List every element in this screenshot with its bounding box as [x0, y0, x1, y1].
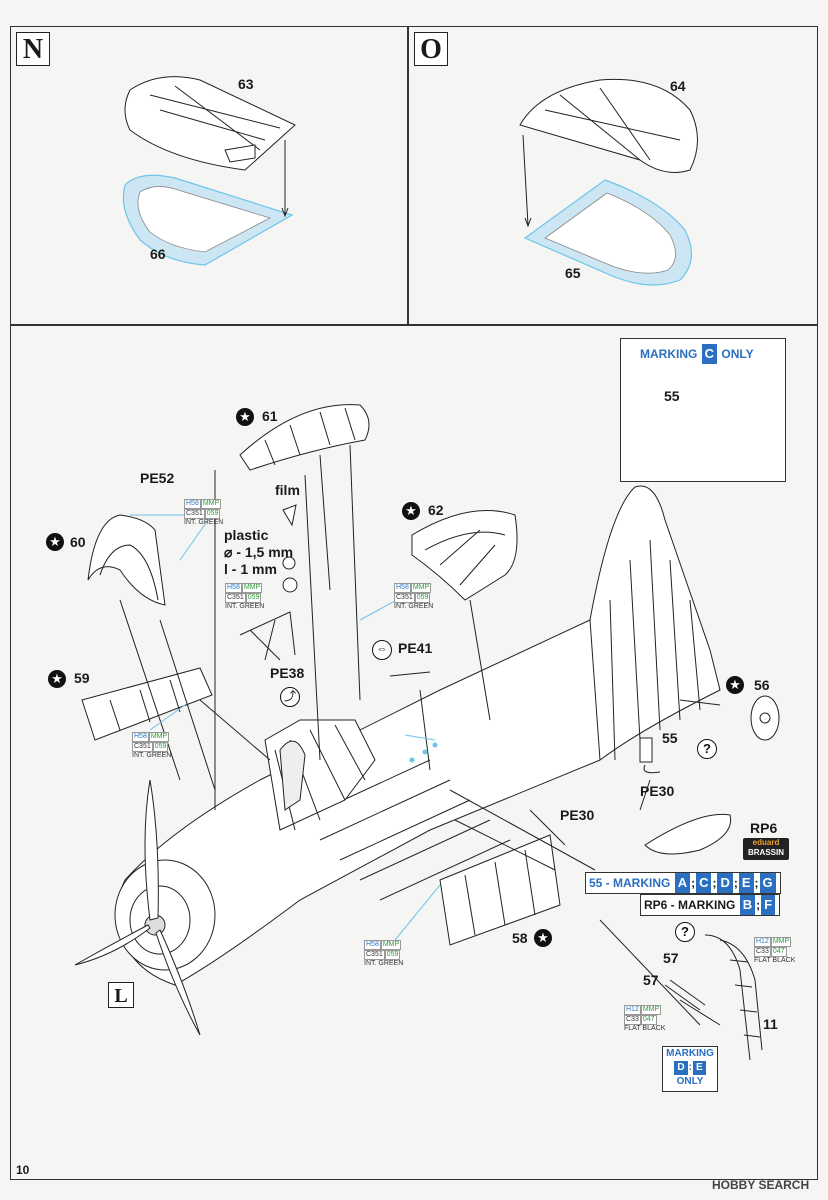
star-icon: ★ — [46, 533, 64, 551]
length-label: l - 1 mm — [224, 561, 277, 577]
marking-letter-d: D — [674, 1061, 688, 1075]
plastic-note: plastic ⌀ - 1,5 mm l - 1 mm — [224, 527, 293, 578]
step-l-panel — [10, 325, 818, 1180]
marking-letter-e: E — [692, 1061, 706, 1075]
brand-eduard: eduard — [752, 838, 780, 847]
marking-letter-c: C — [696, 873, 712, 893]
marking-rp6-bar: RP6 - MARKING B;F — [640, 894, 781, 916]
star-icon: ★ — [48, 670, 66, 688]
rp6-label: RP6 — [750, 820, 778, 836]
pe30-label-2: PE30 — [640, 783, 675, 799]
page-number: 10 — [16, 1163, 30, 1177]
part-65-label: 65 — [565, 265, 581, 281]
marking-letter-f: F — [761, 895, 776, 915]
marking-letter-e: E — [738, 873, 754, 893]
pe52-label: PE52 — [140, 470, 175, 486]
question-icon: ? — [675, 922, 695, 942]
part-55-detail-label: 55 — [664, 388, 680, 404]
bend-arrow-icon: ⇔ — [372, 640, 392, 660]
diameter-label: ⌀ - 1,5 mm — [224, 544, 294, 560]
part-61-label: 61 — [262, 408, 278, 424]
part-56-label: 56 — [754, 677, 770, 693]
part-62-label: 62 — [428, 502, 444, 518]
film-label: film — [275, 482, 300, 498]
part-55-label: 55 — [662, 730, 678, 746]
marking-de-only-panel: MARKING D:E ONLY — [662, 1046, 718, 1092]
marking-de-line3: ONLY — [676, 1076, 704, 1087]
marking-c-only-label: MARKING C ONLY — [640, 344, 754, 364]
pe41-label: PE41 — [398, 640, 433, 656]
marking-letter-b: B — [739, 895, 756, 915]
step-o-panel — [408, 26, 818, 325]
star-icon: ★ — [236, 408, 254, 426]
part-63-label: 63 — [238, 76, 254, 92]
part-11-label: 11 — [763, 1016, 778, 1032]
part-58-label: 58 — [512, 930, 528, 946]
question-icon: ? — [697, 739, 717, 759]
step-o-label: O — [414, 32, 448, 66]
star-icon: ★ — [726, 676, 744, 694]
step-n-label: N — [16, 32, 50, 66]
star-icon: ★ — [402, 502, 420, 520]
part-59-label: 59 — [74, 670, 90, 686]
marking-letter-g: G — [759, 873, 776, 893]
part-66-label: 66 — [150, 246, 166, 262]
marking-letter-d: D — [717, 873, 733, 893]
marking-de-line1: MARKING — [666, 1048, 714, 1059]
part-64-label: 64 — [670, 78, 686, 94]
plastic-label: plastic — [224, 527, 269, 543]
part-57-label: 57 — [663, 950, 679, 966]
step-l-label: L — [108, 982, 134, 1008]
pe30-label: PE30 — [560, 807, 595, 823]
watermark: HOBBY SEARCH — [712, 1178, 810, 1192]
part-57-label-2: 57 — [643, 972, 659, 988]
marking-letter-c: C — [701, 344, 718, 364]
step-n-panel — [10, 26, 408, 325]
star-icon: ★ — [534, 929, 552, 947]
marking-letter-a: A — [674, 873, 691, 893]
marking-55-bar: 55 - MARKING A;C;D;E;G — [585, 872, 781, 894]
eduard-brassin-logo: eduard BRASSIN — [743, 838, 789, 860]
bend-arrow-icon: ⤴ — [280, 687, 300, 707]
part-60-label: 60 — [70, 534, 86, 550]
pe38-label: PE38 — [270, 665, 305, 681]
brand-brassin: BRASSIN — [747, 848, 784, 857]
